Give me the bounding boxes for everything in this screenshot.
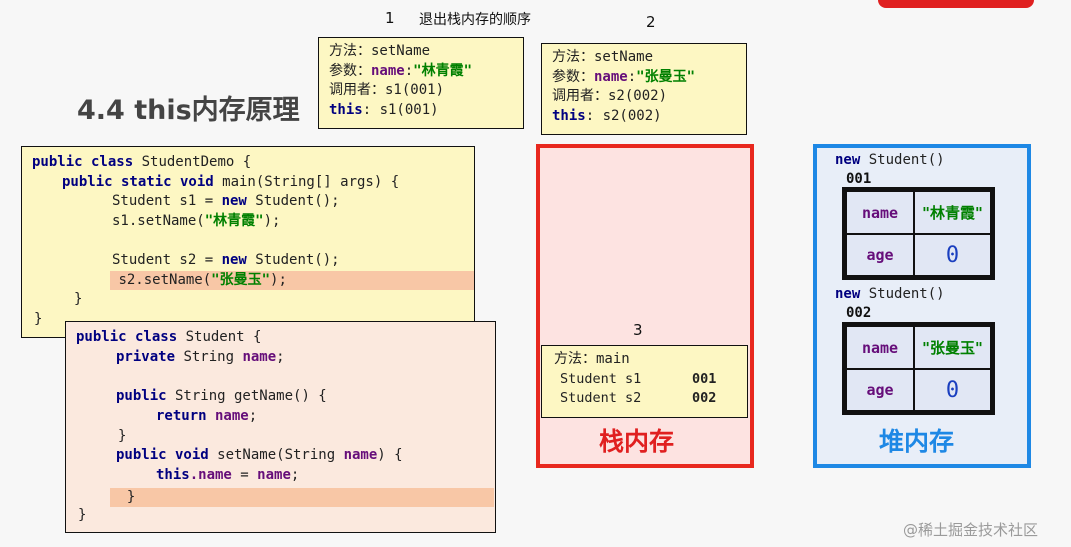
watermark: @稀土掘金技术社区 [903, 521, 1039, 539]
stack-memory-region [536, 144, 754, 468]
method-value: main [596, 351, 630, 367]
code-line: } [74, 291, 83, 307]
order-label-1: 1 [385, 9, 395, 27]
method-value: setName [594, 49, 654, 65]
param-value: "张曼玉" [636, 68, 696, 85]
page-title: 4.4 this内存原理 [77, 95, 300, 126]
method-label: 方法： [329, 43, 371, 59]
stack-frame-setname-1: 方法：setName 参数：name:"林青霞" 调用者：s1(001) thi… [318, 37, 524, 129]
heap-memory-label: 堆内存 [879, 427, 955, 456]
heap-object-address: 002 [846, 305, 872, 321]
field-name: age [866, 381, 894, 399]
method-value: setName [371, 43, 431, 59]
code-line: public class Student { [76, 329, 262, 345]
code-line: Student s2 = new Student(); [112, 252, 340, 268]
field-value: 0 [945, 377, 960, 403]
highlighted-code-line: } [110, 488, 494, 507]
code-line: return name; [156, 408, 258, 424]
code-line: s1.setName("林青霞"); [112, 213, 281, 229]
heap-object-header: new Student() [835, 286, 945, 302]
order-label-2: 2 [646, 13, 656, 31]
heap-object-header: new Student() [835, 152, 945, 168]
this-value: s2(002) [602, 107, 662, 124]
caller-label: 调用者： [552, 88, 608, 104]
code-line: public class StudentDemo { [32, 154, 252, 170]
studentdemo-code-block: public class StudentDemo { public static… [21, 146, 475, 338]
code-line: } [118, 428, 127, 444]
method-label: 方法： [552, 49, 594, 65]
code-line: private String name; [116, 349, 285, 365]
this-value: s1(001) [379, 101, 439, 118]
field-name: name [861, 203, 899, 222]
param-label: 参数： [329, 62, 371, 79]
code-line: } [34, 311, 43, 327]
field-name: age [866, 246, 894, 264]
stack-exit-order-title: 退出栈内存的顺序 [419, 12, 531, 28]
variable-name: Student s1 [560, 370, 642, 387]
param-value: "林青霞" [413, 62, 473, 79]
student-code-block: public class Student { private String na… [65, 321, 496, 533]
method-label: 方法： [554, 351, 596, 367]
param-key: name [371, 62, 405, 79]
code-line: } [78, 507, 87, 523]
heap-object-001: name "林青霞" age 0 [842, 187, 995, 280]
param-key: name [594, 68, 628, 85]
this-key: this [552, 107, 586, 124]
stack-memory-label: 栈内存 [599, 427, 675, 456]
stack-frame-setname-2: 方法：setName 参数：name:"张曼玉" 调用者：s2(002) thi… [541, 43, 747, 135]
variable-value: 001 [692, 370, 717, 387]
this-key: this [329, 101, 363, 118]
field-name: name [861, 338, 899, 357]
field-value: 0 [945, 242, 960, 268]
highlighted-code-line: s2.setName("张曼玉"); [110, 271, 474, 290]
caller-value: s1(001) [385, 82, 445, 98]
stack-frame-main: 方法：main Student s1 001 Student s2 002 [541, 345, 748, 418]
order-label-3: 3 [633, 321, 643, 339]
caller-label: 调用者： [329, 82, 385, 98]
param-label: 参数： [552, 68, 594, 85]
heap-object-002: name "张曼玉" age 0 [842, 322, 995, 415]
code-line: public void setName(String name) { [116, 447, 403, 463]
record-button[interactable] [878, 0, 1034, 8]
code-line: this.name = name; [156, 467, 300, 483]
code-line: public String getName() { [116, 388, 327, 404]
heap-object-address: 001 [846, 171, 872, 187]
variable-name: Student s2 [560, 390, 642, 406]
code-line: public static void main(String[] args) { [62, 174, 400, 190]
code-line: Student s1 = new Student(); [112, 193, 340, 209]
variable-value: 002 [692, 390, 717, 406]
field-value: "林青霞" [922, 204, 983, 222]
caller-value: s2(002) [608, 88, 668, 104]
field-value: "张曼玉" [922, 339, 983, 357]
